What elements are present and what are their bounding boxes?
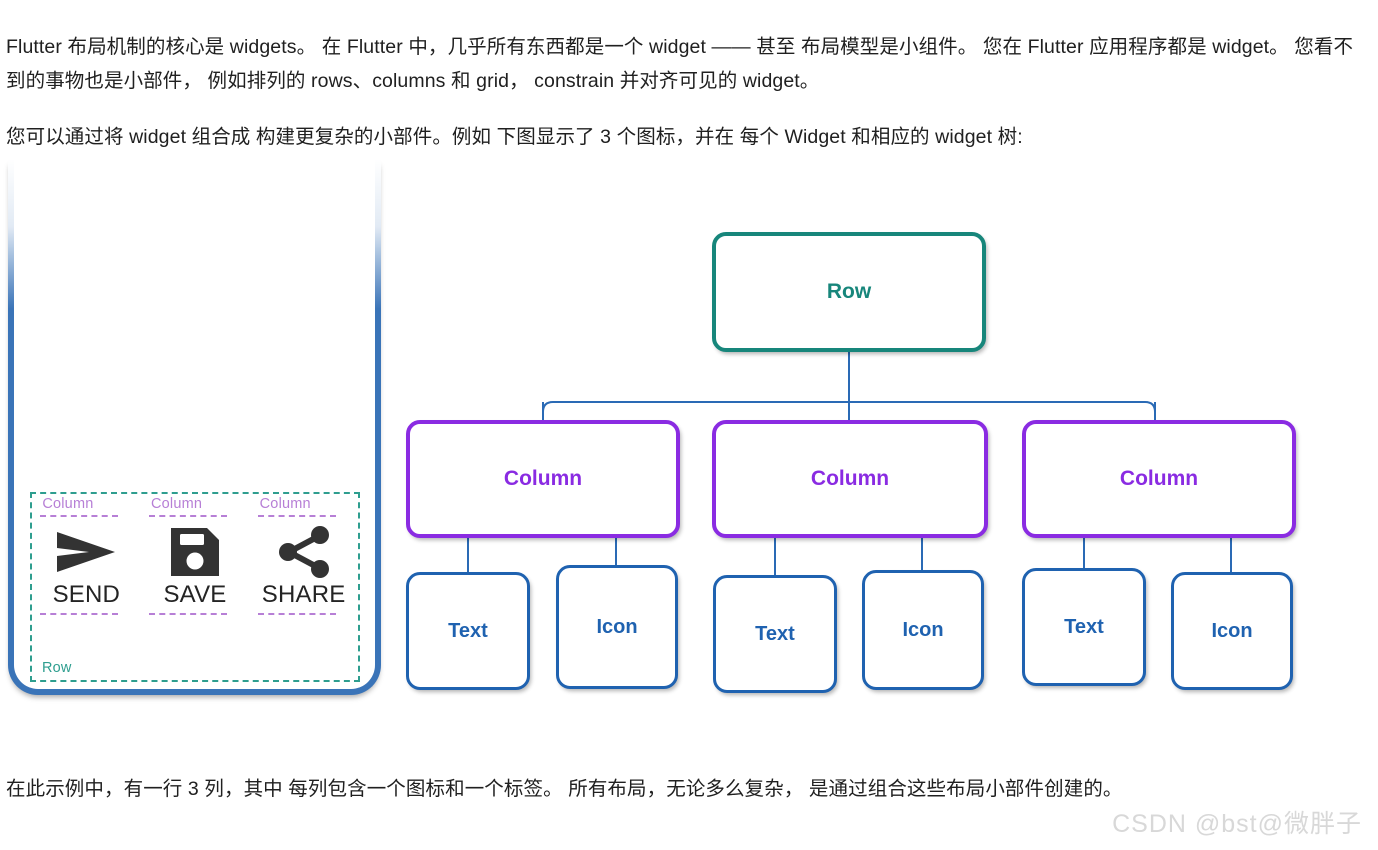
tree-node-column-label: Column: [503, 467, 583, 490]
tree-node-column-1[interactable]: Column: [406, 420, 680, 538]
phone-icon-row: Column SEND Column: [32, 496, 358, 646]
tree-node-text-1[interactable]: Text: [406, 572, 530, 690]
row-dashed-label: Row: [42, 660, 72, 676]
send-icon[interactable]: [55, 523, 117, 581]
tree-node-row-label: Row: [826, 280, 872, 303]
column-dash-bottom: [40, 613, 119, 615]
tree-node-row[interactable]: Row: [712, 232, 986, 352]
summary-paragraph: 在此示例中，有一行 3 列，其中 每列包含一个图标和一个标签。 所有布局，无论多…: [6, 777, 1123, 800]
column-dash-top: [40, 515, 119, 517]
tree-node-column-label: Column: [810, 467, 890, 490]
tree-node-column-2[interactable]: Column: [712, 420, 988, 538]
widget-layout-figure: Row Column SEND Column: [0, 159, 1378, 705]
tree-node-column-label: Column: [1119, 467, 1199, 490]
column-dashed-label: Column: [259, 496, 311, 512]
tree-node-leaf-label: Text: [755, 622, 795, 645]
phone-column-save: Column SAVE: [147, 496, 243, 615]
tree-node-leaf-label: Icon: [596, 615, 638, 638]
phone-column-share: Column SHARE: [256, 496, 352, 615]
tree-node-text-3[interactable]: Text: [1022, 568, 1146, 686]
tree-node-icon-1[interactable]: Icon: [556, 565, 678, 689]
column-dash-bottom: [257, 613, 336, 615]
csdn-watermark: CSDN @bst@微胖子: [1112, 810, 1362, 838]
column-dash-bottom: [148, 613, 227, 615]
tree-node-leaf-label: Icon: [1211, 619, 1253, 642]
tree-node-column-3[interactable]: Column: [1022, 420, 1296, 538]
save-label: SAVE: [163, 581, 227, 608]
tree-node-icon-2[interactable]: Icon: [862, 570, 984, 690]
intro-paragraph-1: Flutter 布局机制的核心是 widgets。 在 Flutter 中，几乎…: [6, 35, 1354, 92]
tree-connectors: [467, 160, 1232, 575]
intro-paragraph-2: 您可以通过将 widget 组合成 构建更复杂的小部件。例如 下图显示了 3 个…: [6, 125, 1023, 148]
tree-node-icon-3[interactable]: Icon: [1171, 572, 1293, 690]
tree-node-leaf-label: Icon: [902, 618, 944, 641]
tree-node-leaf-label: Text: [1064, 615, 1104, 638]
column-dash-top: [148, 515, 227, 517]
phone-mockup: Row Column SEND Column: [8, 159, 381, 695]
column-dash-top: [257, 515, 336, 517]
column-dashed-label: Column: [150, 496, 203, 512]
send-label: SEND: [52, 581, 121, 608]
tree-node-leaf-label: Text: [448, 619, 488, 642]
phone-column-send: Column SEND: [38, 496, 134, 615]
column-dashed-label: Column: [42, 496, 94, 512]
tree-node-text-2[interactable]: Text: [713, 575, 837, 693]
save-icon[interactable]: [169, 523, 221, 581]
share-icon[interactable]: [276, 523, 332, 581]
share-label: SHARE: [261, 581, 346, 608]
row-dashed-boundary: Row: [30, 492, 360, 682]
